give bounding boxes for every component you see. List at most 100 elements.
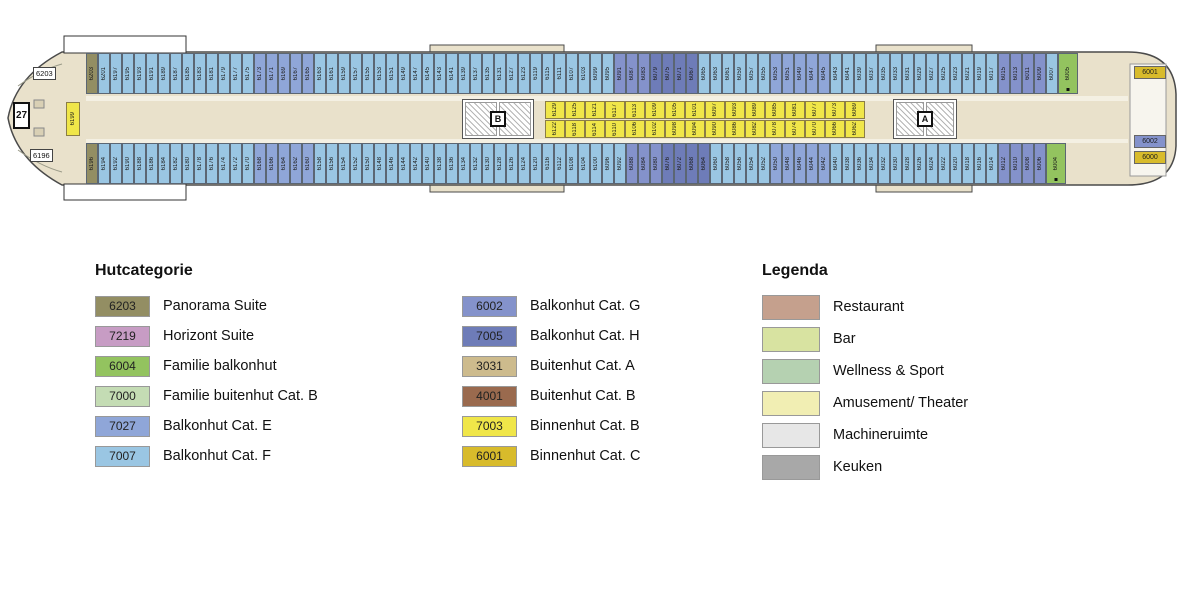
cabin-6099: 6099	[590, 53, 602, 94]
cabin-6157: 6157	[350, 53, 362, 94]
cabin-6130: 6130	[482, 143, 494, 184]
cabin-6010: 6010	[1010, 143, 1022, 184]
cabin-6002: 6002	[1134, 135, 1166, 148]
cabin-6063: 6063	[710, 53, 722, 94]
cabin-6074: 6074	[785, 120, 805, 138]
cabin-6082: 6082	[745, 120, 765, 138]
stairwell-a: A	[893, 99, 957, 139]
corridor	[86, 139, 1128, 143]
cabin-6143: 6143	[434, 53, 446, 94]
cabin-6175: 6175	[242, 53, 254, 94]
legend-swatch: 4001	[462, 385, 517, 407]
legend-item: Wellness & Sport	[762, 358, 1082, 384]
cabin-6076: 6076	[662, 143, 674, 184]
cabin-6183: 6183	[194, 53, 206, 94]
cabin-6018: 6018	[962, 143, 974, 184]
cabin-6077: 6077	[805, 101, 825, 119]
cabin-6081: 6081	[785, 101, 805, 119]
bow-detail	[17, 149, 63, 173]
stairwell-a-badge: A	[917, 111, 933, 127]
cabin-6022: 6022	[938, 143, 950, 184]
cabin-6053: 6053	[770, 53, 782, 94]
cabin-6038: 6038	[842, 143, 854, 184]
legend-label: Buitenhut Cat. B	[530, 388, 636, 404]
legend-label: Familie balkonhut	[163, 358, 277, 374]
cabin-6012: 6012	[998, 143, 1010, 184]
cabin-6070: 6070	[805, 120, 825, 138]
cabin-6132: 6132	[470, 143, 482, 184]
cabin-6098: 6098	[665, 120, 685, 138]
cabin-6019: 6019	[974, 53, 986, 94]
cabin-6040: 6040	[830, 143, 842, 184]
legend-label: Horizont Suite	[163, 328, 255, 344]
cabin-6139: 6139	[458, 53, 470, 94]
legend-item: 4001 Buitenhut Cat. B	[462, 384, 640, 408]
legend-item: Restaurant	[762, 294, 1082, 320]
cabin-6032: 6032	[878, 143, 890, 184]
cabin-6146: 6146	[386, 143, 398, 184]
legend-label: Wellness & Sport	[833, 363, 944, 379]
cabin-6091: 6091	[614, 53, 626, 94]
cabin-6092: 6092	[614, 143, 626, 184]
cabin-6128: 6128	[494, 143, 506, 184]
cabin-6116: 6116	[542, 143, 554, 184]
cabin-6013: 6013	[1010, 53, 1022, 94]
cabin-6190: 6190	[122, 143, 134, 184]
cabin-6011: 6011	[1022, 53, 1034, 94]
cabin-6008: 6008	[1022, 143, 1034, 184]
cabin-6004: 6004	[1046, 143, 1066, 184]
cabin-6039: 6039	[854, 53, 866, 94]
legend-label: Binnenhut Cat. B	[530, 418, 640, 434]
cabin-6107: 6107	[566, 53, 578, 94]
cabin-6201: 6201	[98, 53, 110, 94]
cabin-6028: 6028	[902, 143, 914, 184]
cabin-6073: 6073	[825, 101, 845, 119]
cabin-6096: 6096	[602, 143, 614, 184]
cabin-6179: 6179	[218, 53, 230, 94]
cabin-6172: 6172	[230, 143, 242, 184]
cabin-6189: 6189	[158, 53, 170, 94]
cabin-6126: 6126	[506, 143, 518, 184]
cabin-6089: 6089	[745, 101, 765, 119]
cabin-6016: 6016	[974, 143, 986, 184]
cabin-6046: 6046	[794, 143, 806, 184]
cabin-6007: 6007	[1046, 53, 1058, 94]
legend-swatch: 6001	[462, 445, 517, 467]
cabin-6164: 6164	[278, 143, 290, 184]
cabin-6180: 6180	[182, 143, 194, 184]
cabin-6178: 6178	[194, 143, 206, 184]
legend-label: Bar	[833, 331, 856, 347]
cabin-6196: 6196	[86, 143, 98, 184]
legend-swatch	[762, 358, 820, 384]
cabin-6056: 6056	[734, 143, 746, 184]
cabin-6154: 6154	[338, 143, 350, 184]
cabin-6142: 6142	[410, 143, 422, 184]
legend-swatch: 6203	[95, 295, 150, 317]
cabin-6049: 6049	[794, 53, 806, 94]
legend-item: Bar	[762, 326, 1082, 352]
cabin-6005: 6005	[1058, 53, 1078, 94]
cabin-6001: 6001	[1134, 66, 1166, 79]
cabin-6051: 6051	[782, 53, 794, 94]
cabin-6072: 6072	[674, 143, 686, 184]
cabin-6113: 6113	[625, 101, 645, 119]
cabin-6186: 6186	[146, 143, 158, 184]
cabin-6134: 6134	[458, 143, 470, 184]
legend-label: Familie buitenhut Cat. B	[163, 388, 318, 404]
cabin-6084: 6084	[638, 143, 650, 184]
cabin-6036: 6036	[854, 143, 866, 184]
cabin-6118: 6118	[565, 120, 585, 138]
cabin-6124: 6124	[518, 143, 530, 184]
cabin-6112: 6112	[554, 143, 566, 184]
cabin-6079: 6079	[650, 53, 662, 94]
cabin-6050: 6050	[770, 143, 782, 184]
legend-label: Keuken	[833, 459, 883, 475]
